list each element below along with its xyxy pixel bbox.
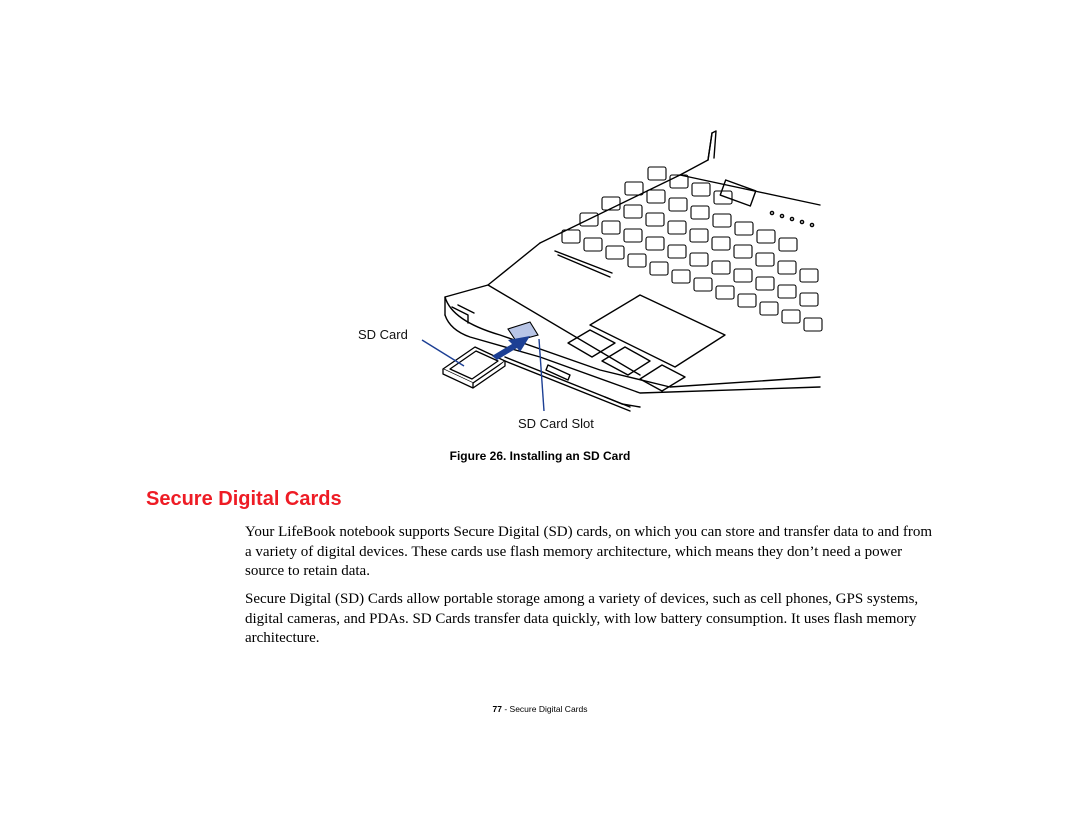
body-paragraph: Your LifeBook notebook supports Secure D… bbox=[245, 524, 933, 579]
page-number: 77 bbox=[492, 704, 502, 714]
body-paragraph: Secure Digital (SD) Cards allow portable… bbox=[245, 591, 919, 646]
sd-card-callout-line bbox=[421, 339, 465, 367]
sd-card-slot-callout-line bbox=[538, 338, 545, 412]
laptop-sd-card-illustration bbox=[421, 130, 823, 412]
sd-card-slot-label: SD Card Slot bbox=[518, 416, 594, 431]
figure-caption: Figure 26. Installing an SD Card bbox=[449, 449, 631, 463]
footer-section-name: Secure Digital Cards bbox=[509, 704, 588, 714]
sd-card-label: SD Card bbox=[358, 327, 408, 342]
insert-arrow-icon bbox=[492, 336, 530, 360]
footer-separator: - bbox=[501, 704, 510, 714]
sd-card-shape bbox=[442, 346, 506, 389]
figure: SD Card SD Card Slot bbox=[340, 125, 830, 435]
page-footer: 77 - Secure Digital Cards bbox=[0, 704, 1080, 714]
section-title: Secure Digital Cards bbox=[146, 488, 342, 510]
